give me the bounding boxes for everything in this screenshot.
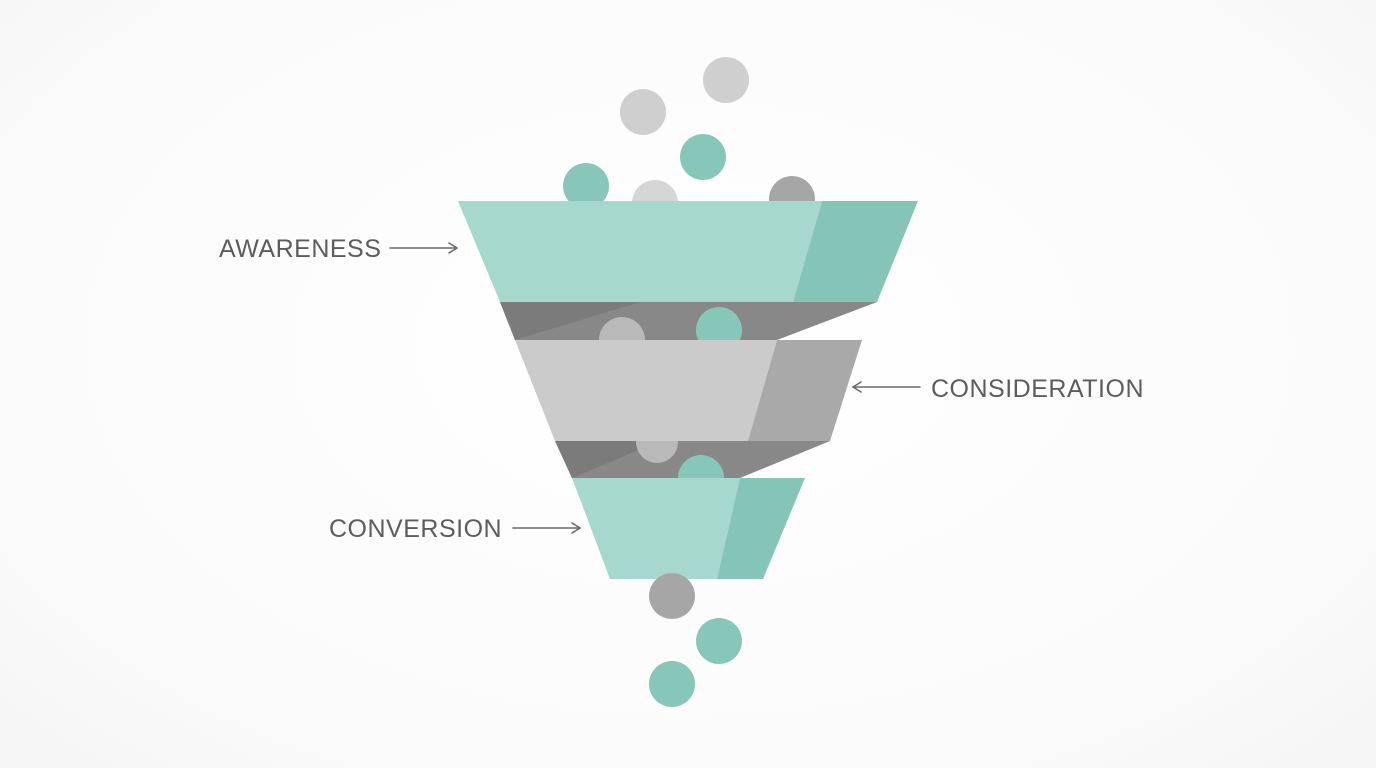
consideration-label: CONSIDERATION	[931, 375, 1144, 403]
falling-ball	[620, 89, 666, 135]
falling-ball	[680, 134, 726, 180]
funnel-connector-upper-shade	[500, 302, 640, 340]
output-ball	[696, 618, 742, 664]
consideration-arrow-head	[852, 381, 862, 393]
conversion-arrow-head	[571, 522, 581, 534]
falling-ball	[703, 57, 749, 103]
consideration-band	[515, 340, 777, 441]
awareness-label: AWARENESS	[219, 235, 381, 263]
conversion-label: CONVERSION	[329, 515, 502, 543]
consideration-band-side	[748, 340, 862, 441]
awareness-band	[458, 201, 822, 302]
awareness-band-side	[793, 201, 918, 302]
funnel-connector-lower-shade	[555, 441, 660, 478]
output-ball	[649, 573, 695, 619]
conversion-band-side	[717, 478, 805, 579]
output-ball	[649, 661, 695, 707]
conversion-band	[572, 478, 740, 579]
falling-ball	[563, 163, 609, 209]
awareness-arrow-head	[448, 242, 458, 254]
